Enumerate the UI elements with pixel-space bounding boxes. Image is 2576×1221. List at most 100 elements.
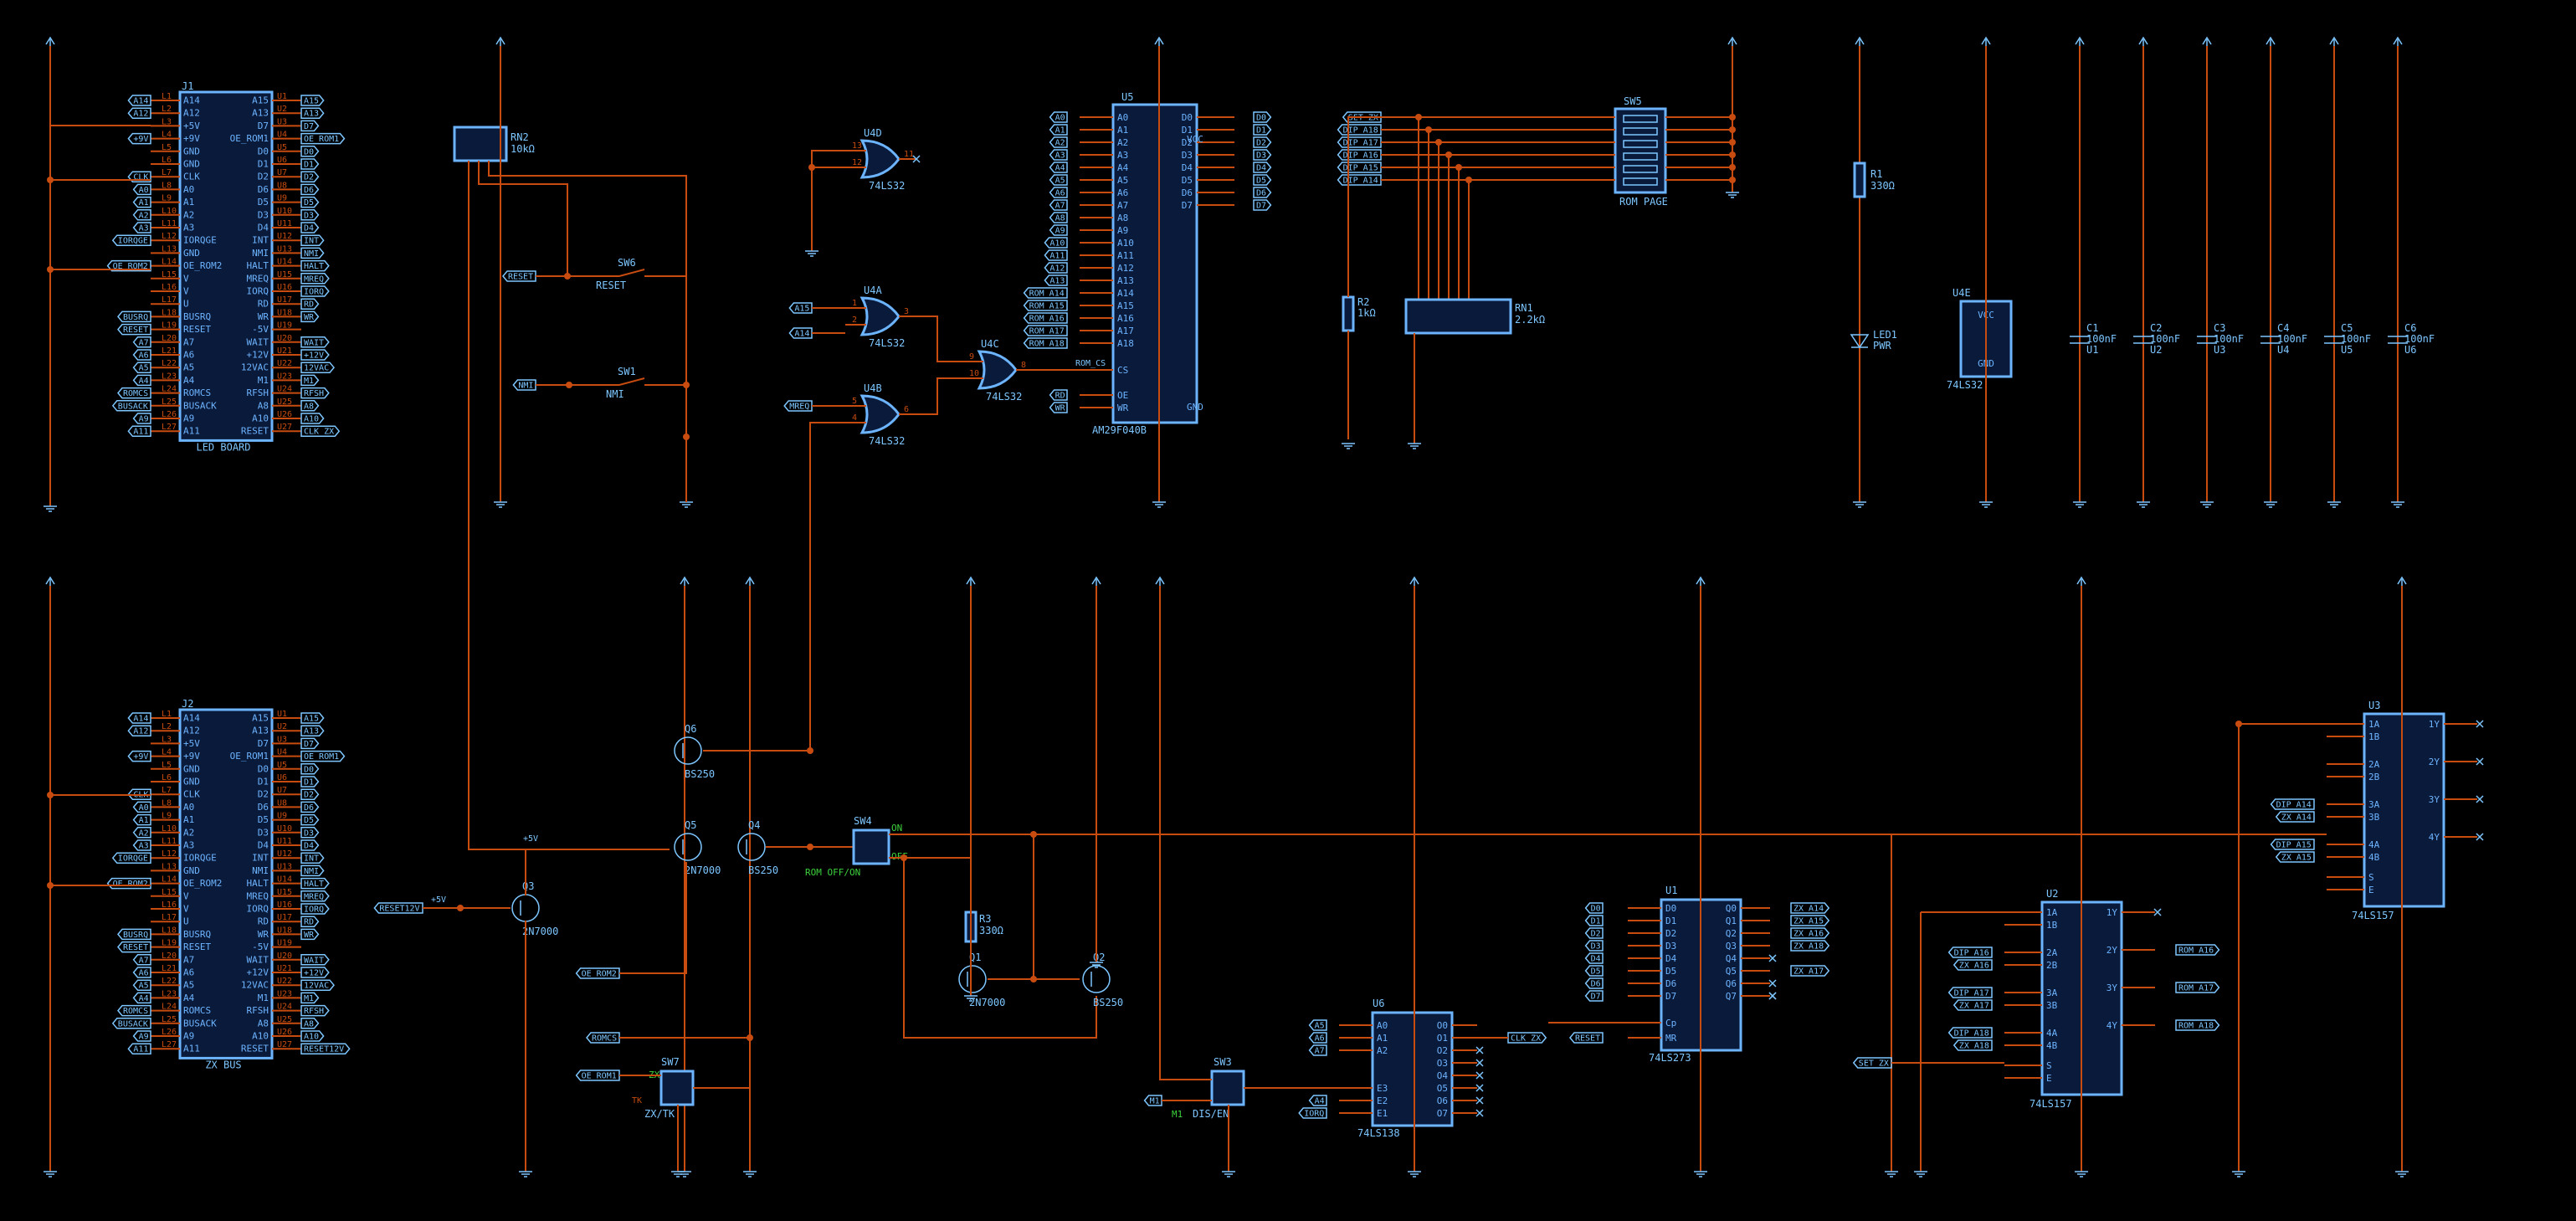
global-label-box: [1790, 965, 1830, 977]
component-ref: U1: [1665, 885, 1677, 896]
pin-name: 12VAC: [241, 980, 269, 991]
global-label-text: A6: [1055, 189, 1065, 198]
pin-name: O2: [1437, 1045, 1448, 1056]
pin-name: D6: [258, 184, 269, 195]
global-label-box: [106, 877, 151, 890]
global-label-text: A12: [133, 110, 148, 119]
global-label-text: DIP_A15: [2276, 841, 2312, 850]
mux-net-label: DIP_A14: [2270, 798, 2315, 810]
pin-name: V: [183, 890, 189, 901]
pin-name: D3: [1665, 941, 1676, 952]
global-label-text: 12VAC: [304, 982, 329, 991]
pin-number: U15: [277, 270, 292, 280]
component-value: 74LS273: [1649, 1052, 1691, 1064]
global-label-text: ZX_A14: [1793, 905, 1824, 914]
global-label-box: [1044, 237, 1068, 249]
global-label-box: [300, 285, 330, 297]
dip-net-label: DIP_A16: [1337, 149, 1382, 161]
global-label-text: CLK: [133, 173, 148, 182]
pin-number: U24: [277, 1003, 292, 1012]
pin-name: A14: [183, 95, 200, 106]
global-label-box: [127, 1043, 151, 1054]
connector-net-label: A13: [300, 725, 325, 736]
global-label-text: A7: [139, 338, 149, 347]
pin-number: U16: [277, 283, 292, 292]
global-label-box: [300, 763, 320, 775]
memory-net-label: ROM_A17: [1023, 325, 1068, 336]
gate-input-label: A15: [788, 302, 813, 314]
pin-name: D5: [1665, 966, 1676, 977]
global-label-text: D4: [1256, 164, 1266, 173]
global-label-text: NMI: [304, 867, 319, 876]
connector-net-label: CLK: [127, 171, 151, 182]
wire: [644, 275, 687, 437]
mux-net-label: DIP_A17: [1947, 987, 1993, 998]
pin-number: U16: [277, 900, 292, 910]
pin-number: L2: [162, 722, 172, 731]
component-ref: U2: [2046, 888, 2058, 900]
pin-number: L2: [162, 105, 172, 114]
connector-net-label: A3: [132, 222, 151, 233]
global-label-text: A8: [304, 1019, 314, 1029]
pin-name: A0: [183, 802, 194, 813]
global-label-box: [300, 890, 330, 902]
connector-net-label: A8: [300, 1018, 320, 1029]
global-label-text: A3: [139, 842, 149, 851]
power-arrow: [1727, 36, 1737, 45]
pin-number: L26: [162, 410, 177, 419]
pin-number: U26: [277, 410, 292, 419]
connector-net-label: D0: [300, 763, 320, 775]
global-label-box: [300, 336, 330, 348]
junction-dot: [457, 905, 464, 911]
pin-number: U25: [277, 398, 292, 407]
pin-name: WR: [258, 311, 269, 322]
decoder-net-label: A4: [1308, 1095, 1327, 1106]
pin-name: 1Y: [2106, 907, 2118, 918]
pin-name: D0: [258, 763, 269, 774]
pin-name: A12: [183, 726, 200, 736]
global-label-text: D1: [1591, 917, 1601, 926]
pin-name: A12: [1117, 263, 1134, 274]
component-ref: Q1: [969, 952, 981, 963]
power-arrow: [2202, 36, 2212, 45]
pin-name: 4Y: [2429, 832, 2440, 843]
global-label-text: OE_ROM1: [304, 135, 339, 144]
global-label-text: ROMCS: [123, 1007, 148, 1016]
memory-net-label: D7: [1253, 199, 1272, 211]
component-ref: RN2: [511, 131, 529, 143]
pin-number: L18: [162, 926, 177, 935]
global-label-text: A15: [304, 97, 319, 106]
global-label-text: A5: [1315, 1022, 1325, 1031]
global-label-box: [1023, 325, 1068, 336]
pin-name: GND: [183, 777, 200, 787]
pin-number: U3: [277, 117, 287, 126]
connector-net-label: A10: [300, 1030, 325, 1042]
pin-name: A16: [1117, 313, 1134, 324]
global-label-text: M1: [304, 377, 314, 386]
pin-number: L15: [162, 888, 177, 897]
pin-name: OE_ROM2: [183, 878, 222, 889]
pin-name: 3A: [2368, 799, 2380, 810]
component-value: BS250: [748, 864, 778, 876]
pin-name: 2B: [2046, 960, 2058, 971]
connector-net-label: A2: [132, 209, 151, 221]
global-label-text: ZX_A18: [1793, 942, 1824, 952]
or-gate-body: [977, 350, 1018, 390]
global-label-box: [132, 967, 151, 978]
global-label-box: [1044, 249, 1068, 261]
global-label-text: A11: [1049, 252, 1065, 261]
mux-net-label: ROM_A18: [2175, 1019, 2220, 1031]
pin-name: BUSACK: [183, 1018, 217, 1029]
power-arrow: [45, 36, 55, 45]
connector-net-label: BUSACK: [111, 400, 151, 412]
pin-name: ROMCS: [183, 1005, 211, 1016]
pin-name: RESET: [183, 941, 211, 952]
gate-ref: U4A: [864, 285, 882, 296]
global-label-text: A7: [1315, 1047, 1325, 1056]
global-label-text: OE_ROM1: [582, 1072, 617, 1081]
slide-switch-body: [852, 829, 890, 865]
transistor-net-label: ROMCS: [586, 1032, 620, 1044]
memory-net-label: D1: [1253, 124, 1272, 136]
global-label-box: [1584, 952, 1604, 964]
